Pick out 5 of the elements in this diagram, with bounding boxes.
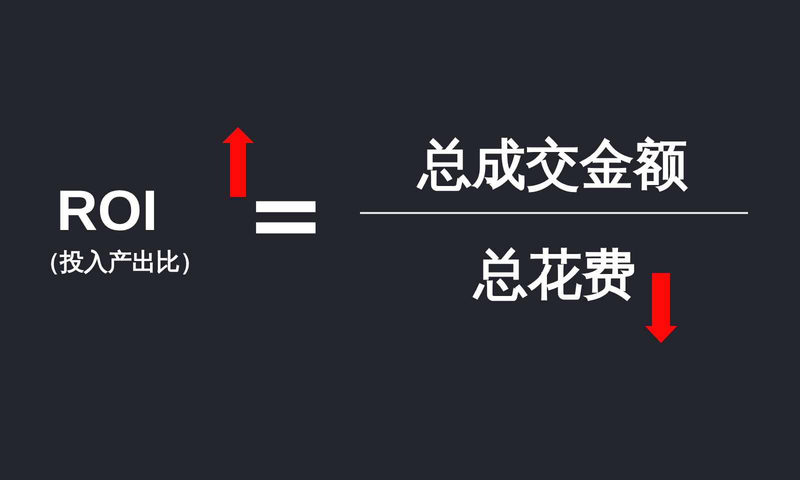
metric-note: （投入产出比）	[36, 250, 204, 274]
equals-sign: =	[246, 168, 326, 262]
metric-name: ROI	[56, 182, 158, 240]
numerator-text: 总成交金额	[418, 138, 688, 192]
denominator-text: 总花费	[474, 248, 636, 302]
